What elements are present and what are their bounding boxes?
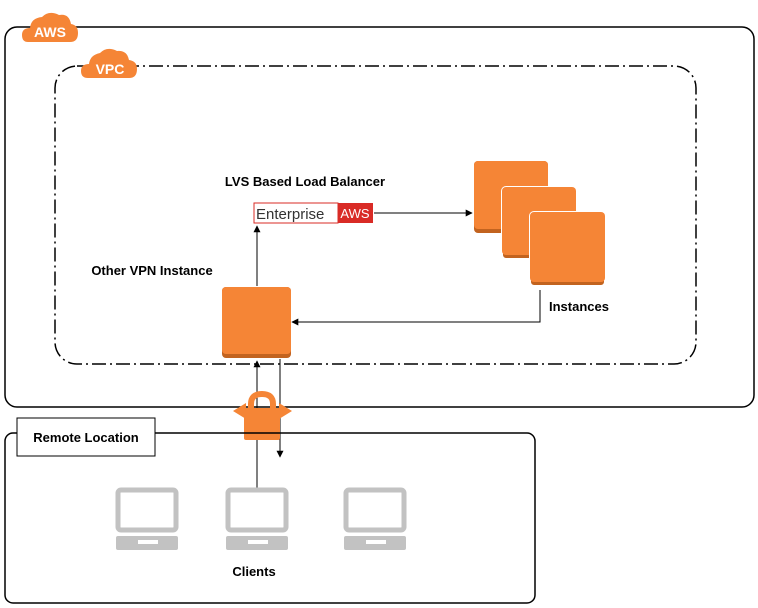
remote-location-container xyxy=(4,432,536,604)
enterprise-logo-left-text: Enterprise xyxy=(256,206,324,223)
enterprise-aws-logo: Enterprise AWS xyxy=(253,202,373,224)
enterprise-logo-right-text: AWS xyxy=(340,206,369,221)
client-laptop-icon xyxy=(225,487,289,550)
aws-cloud-container xyxy=(4,26,755,408)
vpn-instance-icon xyxy=(222,287,291,358)
vpc-badge-label: VPC xyxy=(96,61,125,77)
remote-location-label-box xyxy=(16,417,156,457)
instances-icon xyxy=(474,161,606,287)
client-laptop-icon xyxy=(115,487,179,550)
vpc-container xyxy=(54,65,697,365)
arrow-instances-to-vpn xyxy=(291,290,541,326)
aws-cloud-icon: AWS xyxy=(22,12,78,42)
clients-label: Clients xyxy=(232,564,275,579)
vpn-instance-label: Other VPN Instance xyxy=(91,263,212,278)
remote-location-label: Remote Location xyxy=(33,430,139,445)
vpc-cloud-icon: VPC xyxy=(81,48,137,78)
aws-badge-label: AWS xyxy=(34,24,66,40)
instances-label: Instances xyxy=(549,299,609,314)
load-balancer-title: LVS Based Load Balancer xyxy=(225,174,385,189)
client-laptop-icon xyxy=(343,487,407,550)
